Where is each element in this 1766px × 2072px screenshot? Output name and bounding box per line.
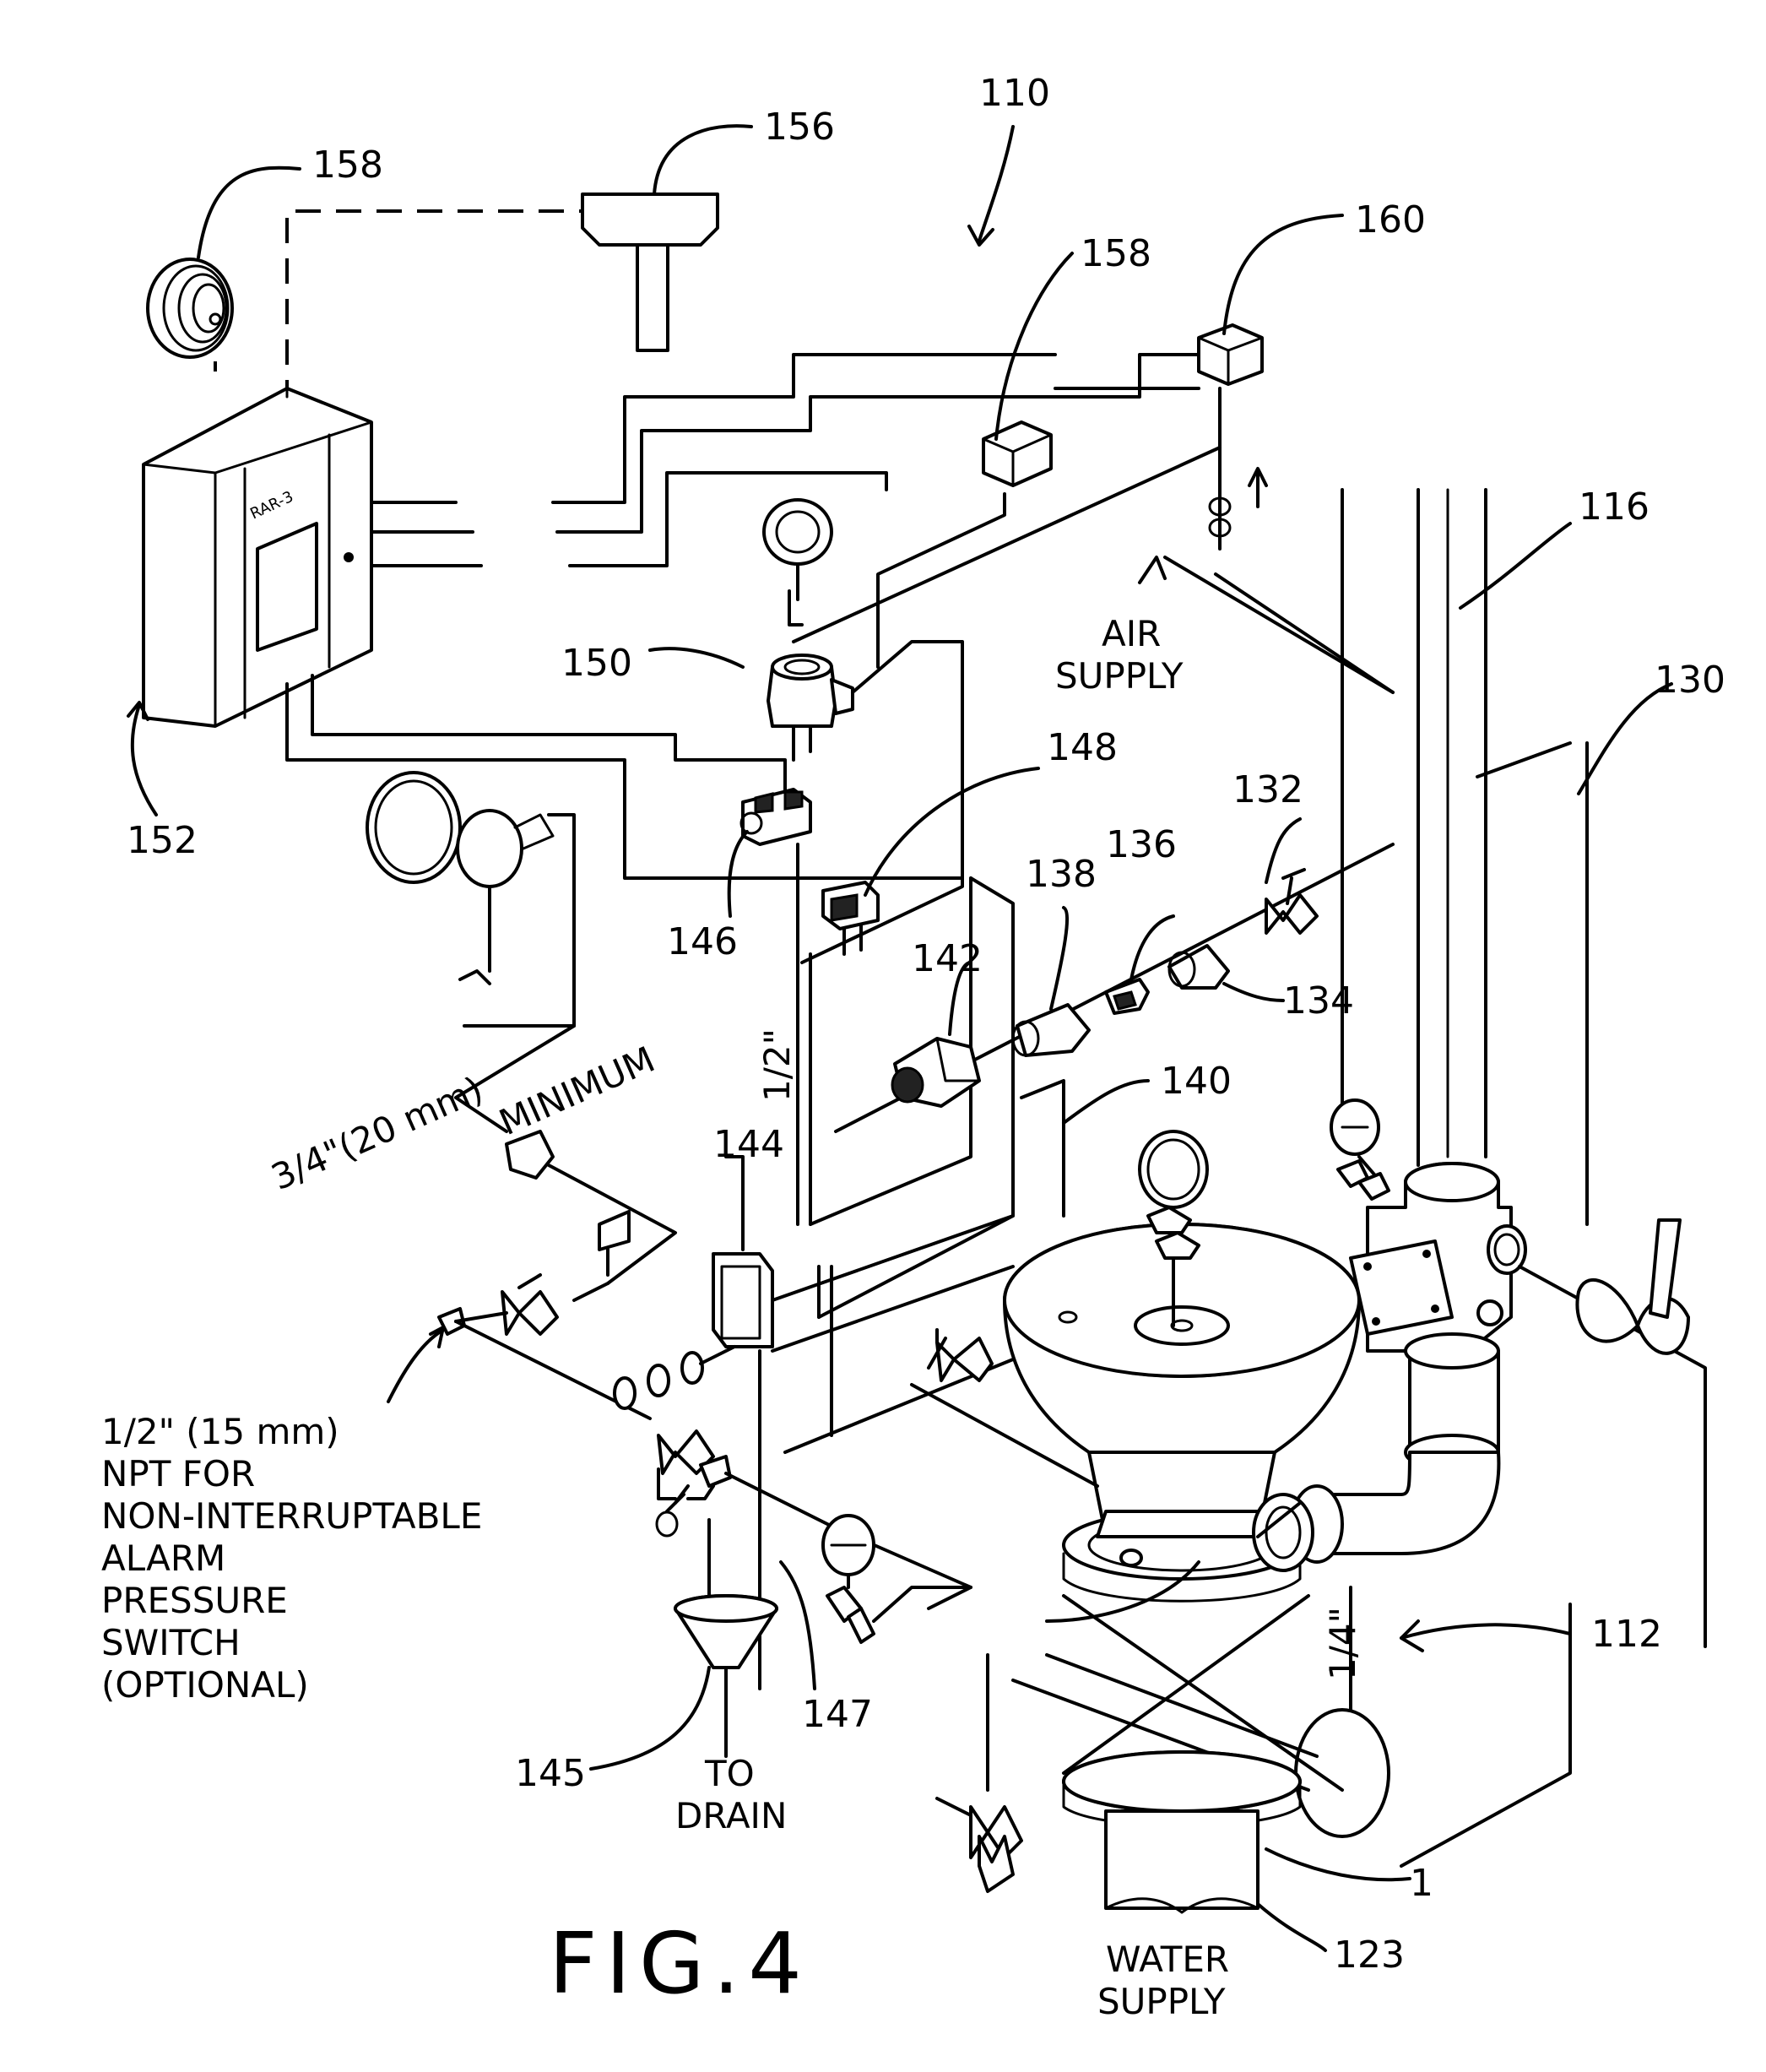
ref-152: 152 (127, 819, 198, 862)
valve-142 (892, 963, 979, 1106)
gauge-housing (1331, 1100, 1389, 1199)
ref-158-left: 158 (312, 144, 383, 187)
npt-note-3: NON-INTERRUPTABLE (101, 1495, 482, 1537)
water-supply-line1: WATER (1106, 1939, 1229, 1980)
pressure-switch-158-right (878, 253, 1072, 667)
three-quarter-label: 3/4"(20 mm) (265, 1068, 489, 1198)
ref-142: 142 (912, 937, 983, 980)
npt-note-2: NPT FOR (101, 1453, 255, 1494)
ref-134: 134 (1283, 979, 1354, 1022)
riser-pipe-116 (1342, 490, 1671, 1165)
ref-144: 144 (713, 1123, 784, 1166)
npt-note-1: 1/2" (15 mm) (101, 1411, 339, 1452)
check-valve-138 (1013, 908, 1089, 1055)
lower-drain-valve (937, 1655, 1021, 1891)
strobe-horn-156 (582, 126, 751, 350)
quarter-inch-label: 1/4" (1322, 1607, 1363, 1680)
gauge-top (764, 500, 832, 625)
ref-158-right: 158 (1081, 232, 1151, 275)
ref-116: 116 (1579, 485, 1650, 529)
ref-145: 145 (515, 1752, 586, 1795)
ref-150: 150 (561, 642, 632, 685)
ref-136: 136 (1106, 823, 1177, 866)
ref-1: 1 (1410, 1862, 1433, 1905)
air-supply-line1: AIR (1102, 613, 1161, 654)
strainer-134 (1169, 946, 1283, 1001)
ref-123: 123 (1334, 1934, 1405, 1977)
line-140 (1021, 1081, 1148, 1216)
alarm-bell-158-left (148, 168, 300, 357)
npt-note-7: (OPTIONAL) (101, 1664, 309, 1706)
ref-132: 132 (1232, 768, 1303, 811)
ref-156: 156 (764, 106, 835, 149)
ref-160: 160 (1355, 198, 1426, 241)
air-supply-line2: SUPPLY (1055, 655, 1184, 697)
pressure-gauge-left (367, 773, 574, 1026)
minimum-label: MINIMUM (493, 1039, 661, 1143)
to-drain-line1: TO (704, 1753, 755, 1794)
orifice-136 (1106, 916, 1173, 1013)
npt-note-5: PRESSURE (101, 1580, 288, 1621)
npt-note-4: ALARM (101, 1538, 225, 1579)
figure-title: FIG.4 (549, 1914, 810, 2013)
ref-140: 140 (1161, 1060, 1232, 1103)
dashed-wiring (215, 211, 591, 405)
ref-112: 112 (1591, 1613, 1662, 1656)
half-inch-label: 1/2" (756, 1028, 798, 1102)
water-supply-line2: SUPPLY (1097, 1981, 1226, 2022)
ref-147: 147 (802, 1693, 873, 1736)
valve-132 (1266, 819, 1317, 933)
supervisory-switch-160 (1199, 215, 1342, 549)
ref-110: 110 (979, 72, 1050, 115)
quarter-inch-lines (1351, 1587, 1570, 1866)
ref-130: 130 (1655, 659, 1725, 702)
valve-148 (802, 768, 1038, 963)
ref-148: 148 (1047, 726, 1118, 769)
npt-note-6: SWITCH (101, 1622, 241, 1663)
right-valve (1520, 743, 1705, 1646)
ref-146: 146 (667, 920, 738, 963)
drain-funnel-145 (591, 1520, 815, 1769)
ref-138: 138 (1026, 853, 1097, 896)
to-drain-line2: DRAIN (675, 1795, 787, 1836)
orifice-rings (615, 1347, 734, 1408)
drain-valves (657, 1431, 971, 1608)
control-panel-152: RAR-3 (128, 388, 371, 815)
